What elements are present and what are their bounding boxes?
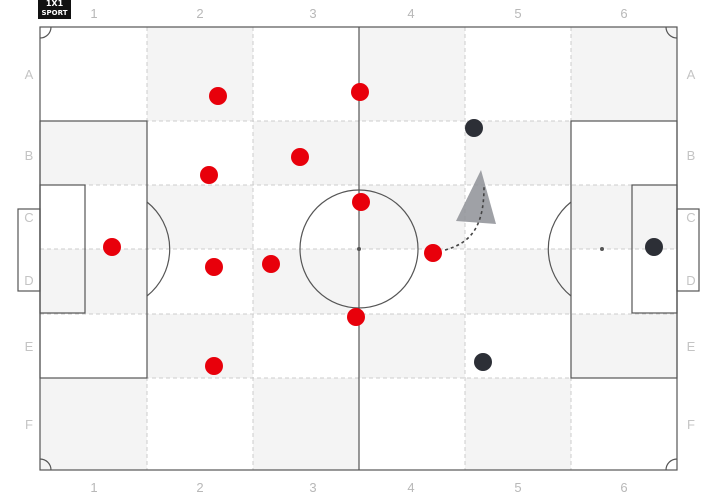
brand-mark: 1X1: [45, 0, 64, 8]
row-label: D: [24, 273, 33, 288]
dark-player[interactable]: [474, 353, 492, 371]
left-goal: [17, 208, 41, 292]
row-labels-right: A B C D E F: [686, 67, 695, 432]
center-circle: [299, 189, 419, 309]
brand-logo: 1X1 SPORT: [38, 0, 71, 19]
corner-arc-tr: [665, 26, 678, 39]
arrow-head-icon: [456, 170, 496, 224]
corner-arc-bl: [39, 458, 52, 471]
col-label: 3: [309, 480, 316, 495]
row-label: F: [25, 417, 33, 432]
row-label: C: [24, 210, 33, 225]
col-label: 6: [620, 480, 627, 495]
row-label: A: [687, 67, 696, 82]
row-label: A: [25, 67, 34, 82]
right-penalty-spot: [600, 247, 604, 251]
pitch-markings: [17, 26, 700, 471]
right-goal: [676, 208, 700, 292]
right-penalty-arc: [547, 201, 572, 297]
row-label: E: [687, 339, 696, 354]
brand-text: SPORT: [41, 9, 68, 17]
dark-player[interactable]: [465, 119, 483, 137]
col-label: 5: [514, 480, 521, 495]
col-label: 3: [309, 6, 316, 21]
row-label: E: [25, 339, 34, 354]
movement-arrow: [444, 170, 496, 251]
col-label: 2: [196, 6, 203, 21]
row-label: B: [25, 148, 34, 163]
col-label: 4: [407, 480, 414, 495]
row-labels-left: A B C D E F: [24, 67, 33, 432]
red-player[interactable]: [352, 193, 370, 211]
red-player[interactable]: [200, 166, 218, 184]
col-label: 4: [407, 6, 414, 21]
column-labels-bottom: 1 2 3 4 5 6: [90, 480, 627, 495]
dark-team: [465, 119, 663, 371]
red-player[interactable]: [205, 258, 223, 276]
row-label: D: [686, 273, 695, 288]
red-player[interactable]: [351, 83, 369, 101]
corner-arc-br: [665, 458, 678, 471]
red-player-ball-carrier[interactable]: [424, 244, 442, 262]
corner-arc-tl: [39, 26, 52, 39]
row-label: F: [687, 417, 695, 432]
dark-player-goalkeeper[interactable]: [645, 238, 663, 256]
red-player[interactable]: [291, 148, 309, 166]
column-labels-top: 1 2 3 4 5 6: [90, 6, 627, 21]
red-player[interactable]: [103, 238, 121, 256]
run-path: [444, 186, 485, 251]
zone-shading: [40, 27, 677, 470]
row-label: B: [687, 148, 696, 163]
red-team: [103, 83, 442, 375]
red-player[interactable]: [347, 308, 365, 326]
col-label: 1: [90, 6, 97, 21]
red-player[interactable]: [209, 87, 227, 105]
row-label: C: [686, 210, 695, 225]
center-spot: [357, 247, 361, 251]
col-label: 6: [620, 6, 627, 21]
col-label: 1: [90, 480, 97, 495]
col-label: 2: [196, 480, 203, 495]
col-label: 5: [514, 6, 521, 21]
red-player[interactable]: [262, 255, 280, 273]
left-penalty-arc: [146, 201, 171, 297]
red-player[interactable]: [205, 357, 223, 375]
